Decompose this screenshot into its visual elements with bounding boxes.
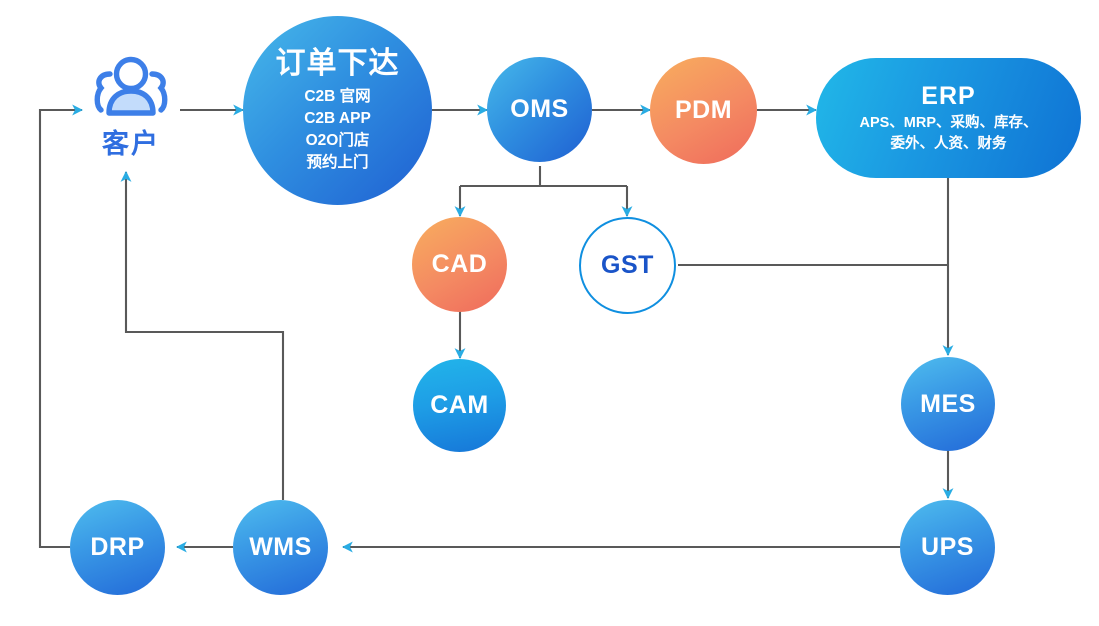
node-gst-label: GST (601, 251, 654, 279)
node-erp[interactable]: ERP APS、MRP、采购、库存、 委外、人资、财务 (816, 58, 1081, 178)
users-group-icon (94, 56, 168, 116)
node-order-sublist: C2B 官网 C2B APP O2O门店 预约上门 (304, 88, 371, 172)
node-oms[interactable]: OMS (487, 57, 592, 162)
customer-label: 客户 (102, 129, 160, 159)
node-wms-label: WMS (249, 533, 312, 561)
node-erp-sublist: APS、MRP、采购、库存、 委外、人资、财务 (859, 114, 1038, 152)
node-gst[interactable]: GST (579, 217, 676, 314)
node-drp-label: DRP (90, 533, 145, 561)
node-customer[interactable]: 客户 (82, 52, 180, 161)
node-pdm[interactable]: PDM (650, 57, 757, 164)
node-ups-label: UPS (921, 533, 974, 561)
node-order-placement[interactable]: 订单下达 C2B 官网 C2B APP O2O门店 预约上门 (243, 16, 432, 205)
node-wms[interactable]: WMS (233, 500, 328, 595)
node-cam-label: CAM (430, 391, 489, 419)
node-cam[interactable]: CAM (413, 359, 506, 452)
node-drp[interactable]: DRP (70, 500, 165, 595)
edge-wms-customer (120, 170, 285, 500)
node-pdm-label: PDM (674, 96, 733, 124)
node-mes[interactable]: MES (901, 357, 995, 451)
node-cad[interactable]: CAD (412, 217, 507, 312)
node-oms-label: OMS (510, 95, 569, 123)
node-erp-title: ERP (921, 81, 976, 110)
node-ups[interactable]: UPS (900, 500, 995, 595)
node-order-title: 订单下达 (275, 46, 400, 80)
node-mes-label: MES (920, 389, 976, 418)
node-cad-label: CAD (431, 250, 488, 278)
edge-drp-customer (38, 104, 84, 549)
